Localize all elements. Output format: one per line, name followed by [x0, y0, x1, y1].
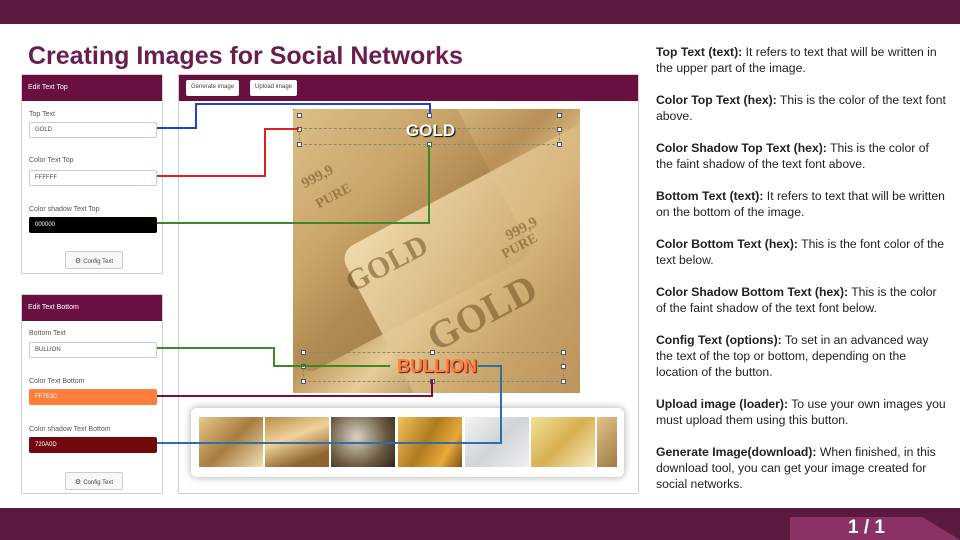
desc-term: Generate Image(download):: [656, 445, 817, 459]
page-indicator-bg: [790, 517, 960, 540]
resize-handle[interactable]: [430, 350, 435, 355]
color-text-bottom-label: Color Text Bottom: [29, 378, 85, 385]
resize-handle[interactable]: [557, 113, 562, 118]
resize-handle[interactable]: [301, 350, 306, 355]
gallery-thumb[interactable]: [265, 417, 329, 467]
color-text-bottom-input[interactable]: FF7E3C: [29, 389, 157, 405]
desc-term: Top Text (text):: [656, 45, 743, 59]
resize-handle[interactable]: [561, 364, 566, 369]
generate-image-button[interactable]: Generate image: [186, 80, 240, 96]
desc-term: Bottom Text (text):: [656, 189, 764, 203]
desc-text: This is the color of the faint shadow of…: [656, 285, 937, 315]
desc-text: To use your own images you must upload t…: [656, 397, 946, 427]
color-shadow-bottom-input[interactable]: 720A0D: [29, 437, 157, 453]
desc-text: It refers to text that will be written o…: [656, 189, 945, 219]
gear-icon: ⚙: [74, 258, 82, 265]
desc-item: Config Text (options): To set in an adva…: [656, 332, 948, 380]
resize-handle[interactable]: [427, 142, 432, 147]
desc-term: Color Bottom Text (hex):: [656, 237, 798, 251]
edit-text-top-panel: Edit Text Top Top Text GOLD Color Text T…: [21, 74, 163, 274]
config-text-top-button[interactable]: ⚙Config Text: [65, 251, 123, 269]
gallery-thumb[interactable]: [331, 417, 395, 467]
color-shadow-top-label: Color shadow Text Top: [29, 206, 100, 213]
color-text-top-input[interactable]: FFFFFF: [29, 170, 157, 186]
desc-term: Color Shadow Bottom Text (hex):: [656, 285, 849, 299]
slide-title: Creating Images for Social Networks: [28, 42, 463, 70]
resize-handle[interactable]: [557, 142, 562, 147]
edit-text-bottom-panel: Edit Text Bottom Bottom Text BULLION Col…: [21, 294, 163, 494]
top-bar: [0, 0, 960, 24]
config-text-top-label: Config Text: [83, 259, 114, 265]
desc-item: Color Bottom Text (hex): This is the fon…: [656, 236, 948, 268]
desc-item: Color Shadow Bottom Text (hex): This is …: [656, 284, 948, 316]
gallery-thumb[interactable]: [531, 417, 595, 467]
top-text-label: Top Text: [29, 111, 55, 118]
gallery-thumb[interactable]: [199, 417, 263, 467]
resize-handle[interactable]: [297, 113, 302, 118]
config-text-bottom-label: Config Text: [83, 480, 114, 486]
desc-text: This is the font color of the text below…: [656, 237, 945, 267]
page-number: 1 / 1: [848, 517, 885, 538]
desc-text: To set in an advanced way the text of th…: [656, 333, 929, 379]
desc-text: When finished, in this download tool, yo…: [656, 445, 936, 491]
config-text-bottom-button[interactable]: ⚙Config Text: [65, 472, 123, 490]
resize-handle[interactable]: [557, 127, 562, 132]
bottom-text-input[interactable]: BULLION: [29, 342, 157, 358]
canvas-image[interactable]: 999,9 PURE GOLD 999,9 PURE GOLD: [293, 109, 580, 393]
edit-text-bottom-header: Edit Text Bottom: [22, 295, 162, 321]
resize-handle[interactable]: [561, 350, 566, 355]
editor-toolbar: Generate image Upload image: [179, 75, 638, 101]
desc-term: Upload image (loader):: [656, 397, 789, 411]
desc-item: Top Text (text): It refers to text that …: [656, 44, 948, 76]
canvas-top-text[interactable]: GOLD: [406, 121, 456, 140]
gallery-thumb[interactable]: [465, 417, 529, 467]
upload-image-button[interactable]: Upload image: [250, 80, 298, 96]
desc-term: Config Text (options):: [656, 333, 782, 347]
color-shadow-bottom-label: Color shadow Text Bottom: [29, 426, 111, 433]
gallery-thumb[interactable]: [597, 417, 617, 467]
desc-text: This is the color of the text font above…: [656, 93, 946, 123]
resize-handle[interactable]: [297, 127, 302, 132]
resize-handle[interactable]: [301, 364, 306, 369]
color-text-top-label: Color Text Top: [29, 157, 74, 164]
desc-item: Color Top Text (hex): This is the color …: [656, 92, 948, 124]
gear-icon: ⚙: [74, 479, 82, 486]
bottom-text-label: Bottom Text: [29, 330, 66, 337]
gallery-thumb[interactable]: [398, 417, 462, 467]
desc-term: Color Top Text (hex):: [656, 93, 777, 107]
color-shadow-top-input[interactable]: 000000: [29, 217, 157, 233]
resize-handle[interactable]: [297, 142, 302, 147]
resize-handle[interactable]: [427, 113, 432, 118]
top-text-input[interactable]: GOLD: [29, 122, 157, 138]
desc-item: Bottom Text (text): It refers to text th…: [656, 188, 948, 220]
canvas-bottom-text[interactable]: BULLION: [397, 356, 477, 376]
feature-descriptions: Top Text (text): It refers to text that …: [656, 44, 948, 508]
resize-handle[interactable]: [430, 379, 435, 384]
desc-text: This is the color of the faint shadow of…: [656, 141, 929, 171]
desc-term: Color Shadow Top Text (hex):: [656, 141, 827, 155]
resize-handle[interactable]: [301, 379, 306, 384]
desc-item: Upload image (loader): To use your own i…: [656, 396, 948, 428]
edit-text-top-header: Edit Text Top: [22, 75, 162, 101]
image-gallery: [191, 408, 624, 477]
desc-item: Color Shadow Top Text (hex): This is the…: [656, 140, 948, 172]
resize-handle[interactable]: [561, 379, 566, 384]
desc-text: It refers to text that will be written i…: [656, 45, 937, 75]
desc-item: Generate Image(download): When finished,…: [656, 444, 948, 492]
